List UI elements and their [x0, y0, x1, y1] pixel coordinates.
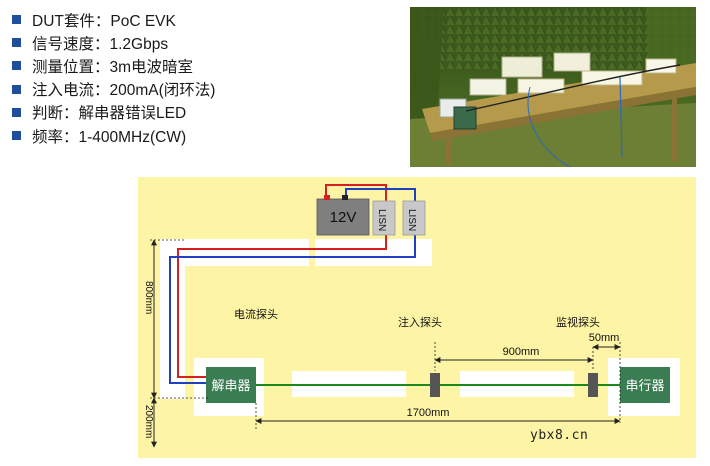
bullet-square-icon	[12, 38, 21, 48]
power-wire-red	[177, 184, 387, 378]
serializer-label: 串行器	[625, 378, 664, 393]
bullet-square-icon	[12, 107, 21, 117]
bullet-square-icon	[12, 15, 21, 25]
injection-probe-label: 注入探头	[398, 315, 442, 329]
spec-item: 测量位置：3m电波暗室	[12, 54, 215, 77]
current-probe-label: 电流探头	[234, 307, 278, 321]
battery-positive-terminal	[324, 195, 330, 200]
battery-negative-terminal	[342, 195, 348, 200]
power-wire-blue	[169, 188, 416, 384]
bullet-square-icon	[12, 84, 21, 94]
monitor-probe	[588, 373, 598, 397]
watermark: ybx8.cn	[530, 428, 589, 443]
spec-item: DUT套件：PoC EVK	[12, 8, 215, 31]
lisn-box-1	[372, 200, 396, 236]
spec-list: DUT套件：PoC EVK 信号速度：1.2Gbps 测量位置：3m电波暗室 注…	[12, 8, 215, 147]
top-support-right	[315, 239, 432, 266]
spec-item: 注入电流：200mA(闭环法)	[12, 78, 215, 101]
spec-item: 信号速度：1.2Gbps	[12, 31, 215, 54]
battery-label: 12V	[330, 209, 357, 226]
dim-200-label: 200mm	[143, 405, 154, 438]
deserializer-module	[206, 367, 256, 403]
top-support-left	[182, 239, 309, 266]
monitor-probe-label: 监视探头	[556, 315, 600, 329]
vertical-support	[160, 239, 185, 399]
dim-800-label: 800mm	[143, 281, 154, 314]
spec-item: 频率：1-400MHz(CW)	[12, 124, 215, 147]
deserializer-label: 解串器	[211, 378, 250, 393]
serializer-module	[620, 367, 670, 403]
dim-900-label: 900mm	[503, 346, 540, 358]
test-layout-diagram: 12V LISN LISN 解串器 串行器 电流探头 注入探头 监视探头 900…	[138, 177, 696, 458]
lisn-label-2: LISN	[406, 209, 417, 231]
bullet-square-icon	[12, 61, 21, 71]
lisn-box-2	[402, 200, 426, 236]
dim-1700-label: 1700mm	[407, 407, 450, 419]
bullet-square-icon	[12, 131, 21, 141]
battery-12v	[316, 198, 370, 236]
injection-probe	[430, 373, 440, 397]
test-setup-photo	[410, 7, 696, 167]
lisn-label-1: LISN	[376, 209, 387, 231]
spec-item: 判断：解串器错误LED	[12, 101, 215, 124]
dim-50-label: 50mm	[589, 332, 620, 344]
